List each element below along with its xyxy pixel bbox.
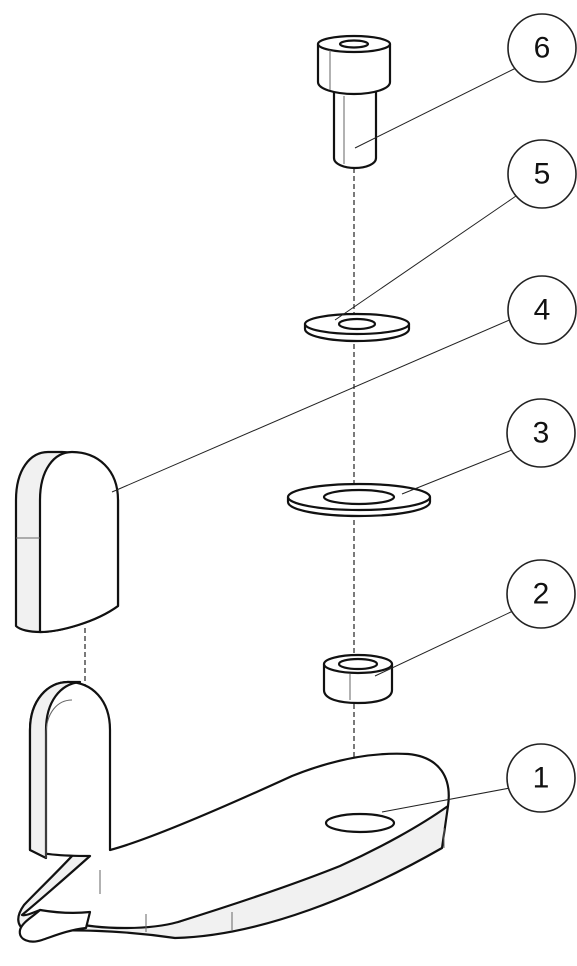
callout-label-6: 6: [534, 32, 551, 65]
pad-part: [14, 450, 120, 634]
callout-balloon-5: 5: [507, 139, 577, 209]
callout-label-4: 4: [534, 294, 551, 327]
bracket-part: [17, 680, 450, 943]
large-washer-part: [286, 482, 432, 518]
callout-balloon-3: 3: [506, 398, 576, 468]
callout-label-1: 1: [533, 762, 550, 795]
leader-5: [334, 195, 517, 321]
callout-balloon-4: 4: [507, 275, 577, 345]
callout-label-5: 5: [534, 158, 551, 191]
callout-label-2: 2: [533, 578, 550, 611]
bracket-hole: [324, 812, 396, 834]
leader-6: [354, 67, 517, 149]
leader-3: [401, 449, 513, 495]
leader-4: [111, 317, 515, 493]
small-washer-part: [303, 312, 411, 343]
leader-1: [381, 787, 511, 813]
leader-2: [374, 610, 514, 677]
callout-balloon-1: 1: [506, 743, 576, 813]
callout-label-3: 3: [533, 417, 550, 450]
callout-balloon-6: 6: [507, 13, 577, 83]
spacer-bushing-part: [322, 653, 394, 705]
cap-screw-part: [316, 34, 392, 170]
callout-balloon-2: 2: [506, 559, 576, 629]
